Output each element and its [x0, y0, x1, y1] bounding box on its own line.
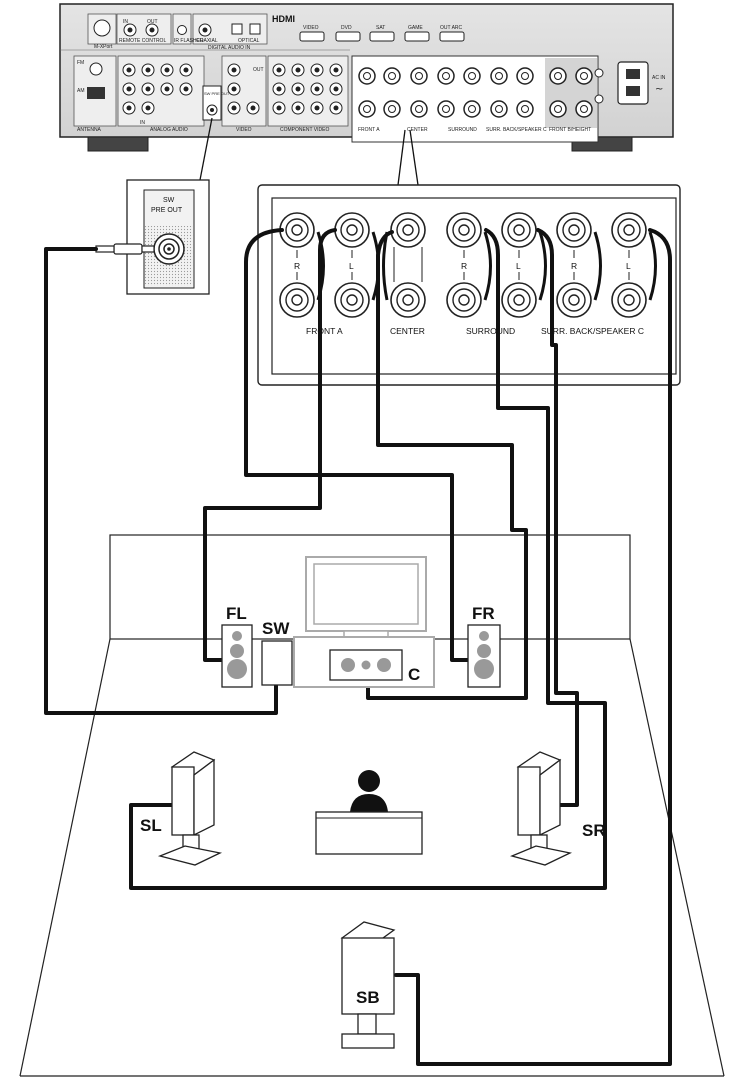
sw-callout-pointer — [199, 117, 213, 181]
label-fl: FL — [226, 604, 247, 623]
label-sl: SL — [140, 816, 162, 835]
sw-callout-line1: SW — [163, 197, 175, 204]
mark-surround-l: L — [516, 261, 521, 271]
sw-pre-out-callout: SW PRE OUT — [95, 179, 210, 295]
video-label: VIDEO — [236, 127, 252, 133]
wire-subwoofer — [44, 247, 278, 715]
label-fr: FR — [472, 604, 495, 623]
terminal-front-b-label: FRONT B/HEIGHT — [549, 127, 591, 133]
coaxial-label: COAXIAL — [196, 38, 218, 44]
speaker-sr — [510, 751, 573, 866]
terminal-front-a-r — [279, 212, 315, 318]
ac-in-label: AC IN — [652, 75, 666, 81]
hdmi-out-arc-label: OUT ARC — [440, 25, 463, 31]
label-sb: SB — [356, 988, 380, 1007]
digital-audio-in-label: DIGITAL AUDIO IN — [208, 45, 251, 51]
hdmi-sat-label: SAT — [376, 25, 385, 31]
panel-label-surr-back: SURR. BACK/SPEAKER C — [541, 326, 644, 336]
mark-front-a-l: L — [349, 261, 354, 271]
hdmi-dvd-label: DVD — [341, 25, 352, 31]
zoom-pointer-right — [409, 129, 419, 186]
listener-on-sofa — [315, 770, 423, 855]
wire-surround-back — [394, 228, 672, 1066]
mark-surr-back-l: L — [626, 261, 631, 271]
antenna-label: ANTENNA — [77, 127, 102, 133]
sw-pre-out-small-label: SW PRE OUT — [204, 91, 230, 96]
remote-in-label: IN — [123, 19, 128, 25]
wire-surround-right — [536, 228, 579, 807]
speaker-fl — [221, 624, 253, 688]
speaker-sl — [157, 751, 223, 866]
label-sw: SW — [262, 619, 290, 638]
am-label: AM — [77, 88, 85, 94]
ir-flasher-label: IR FLASHER — [174, 38, 204, 44]
hdmi-game-label: GAME — [408, 25, 423, 31]
panel-label-center: CENTER — [390, 326, 425, 336]
hdmi-logo: HDMI — [272, 14, 295, 24]
component-video-label: COMPONENT VIDEO — [280, 127, 329, 133]
terminal-front-a-l — [334, 212, 370, 318]
speaker-terminal-panel: R L R L R L FRONT A CENTER SURROUND SURR… — [257, 184, 681, 386]
speaker-sb — [340, 921, 396, 1049]
wire-surround-left — [129, 228, 607, 890]
video-out-label: OUT — [253, 67, 264, 73]
mark-surr-back-r: R — [571, 261, 577, 271]
panel-label-surround: SURROUND — [466, 326, 515, 336]
speaker-wires — [44, 228, 672, 1066]
panel-label-front-a: FRONT A — [306, 326, 343, 336]
mark-front-a-r: R — [294, 261, 300, 271]
wire-front-right — [244, 228, 470, 662]
terminal-front-a-label: FRONT A — [358, 127, 380, 133]
label-sr: SR — [582, 821, 606, 840]
av-receiver-rear-panel: M-XPort IN OUT REMOTE CONTROL IR FLASHER… — [59, 3, 674, 152]
speaker-sw — [261, 640, 293, 686]
terminal-center-label: CENTER — [407, 127, 428, 133]
terminal-surround-r — [446, 212, 482, 318]
terminal-surr-back-label: SURR. BACK/SPEAKER C — [486, 127, 547, 133]
zoom-pointer-left — [397, 129, 406, 186]
terminal-center — [390, 212, 426, 318]
hdmi-video-label: VIDEO — [303, 25, 319, 31]
ac-symbol: ~ — [655, 84, 663, 95]
fm-label: FM — [77, 60, 84, 66]
analog-in-label: IN — [140, 120, 145, 126]
terminal-surround-label: SURROUND — [448, 127, 477, 133]
optical-label: OPTICAL — [238, 38, 260, 44]
speaker-center — [329, 649, 403, 681]
remote-out-label: OUT — [147, 19, 158, 25]
label-c: C — [408, 665, 420, 684]
m-xport-label: M-XPort — [94, 44, 113, 50]
speaker-fr — [467, 624, 501, 688]
terminal-surr-back-l — [611, 212, 647, 318]
terminal-surr-back-r — [556, 212, 592, 318]
remote-control-label: REMOTE CONTROL — [119, 38, 166, 44]
analog-audio-label: ANALOG AUDIO — [150, 127, 188, 133]
terminal-surround-l — [501, 212, 537, 318]
mark-surround-r: R — [461, 261, 467, 271]
sw-callout-line2: PRE OUT — [151, 207, 183, 214]
